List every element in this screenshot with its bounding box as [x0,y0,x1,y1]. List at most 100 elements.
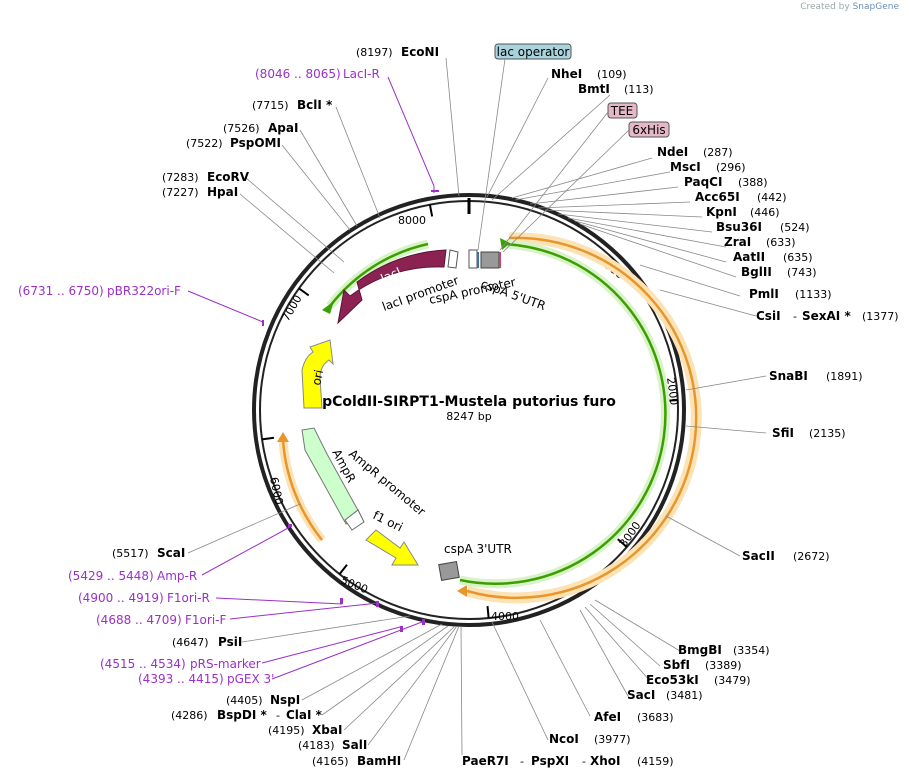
orange-arc-left-head [277,432,289,442]
cspa-3utr-label: cspA 3'UTR [444,542,512,556]
svg-text:SbfI: SbfI [663,658,690,672]
site-sfii[interactable]: SfiI (2135) [772,426,846,440]
site-aatii[interactable]: AatII(635) [733,250,813,264]
site-bsu36i[interactable]: Bsu36I(524) [716,220,810,234]
svg-text:-: - [582,755,586,768]
svg-text:NdeI: NdeI [657,145,688,159]
site-paqci[interactable]: PaqCI(388) [684,175,768,189]
svg-text:(4647): (4647) [172,636,209,649]
svg-text:BmtI: BmtI [578,82,610,96]
svg-text:(109): (109) [597,68,627,81]
cspa-3utr-box[interactable] [438,560,460,582]
orange-arc-outer [466,236,698,600]
site-scai[interactable]: (5517)ScaI [112,546,185,560]
svg-text:SfiI: SfiI [772,426,794,440]
svg-text:lac operator: lac operator [497,45,570,59]
svg-text:MscI: MscI [670,160,701,174]
site-ndei[interactable]: NdeI (287) [657,145,733,159]
site-ncoi[interactable]: NcoI(3977) [549,732,631,746]
site-bglii[interactable]: BglII(743) [741,265,817,279]
site-xbai[interactable]: (4195)XbaI [268,723,342,737]
site-snabi[interactable]: SnaBI(1891) [769,369,863,383]
ori-arrow[interactable] [301,339,334,409]
tick-mark [428,204,434,217]
site-kpni[interactable]: KpnI(446) [706,205,780,219]
svg-text:(3479): (3479) [714,674,751,687]
svg-text:(7522): (7522) [186,137,223,150]
svg-text:(287): (287) [703,146,733,159]
site-bspdi[interactable]: (4286)BspDI *-ClaI * [171,708,323,722]
orange-arc-left [281,439,323,541]
svg-text:(7715): (7715) [252,99,289,112]
site-csii[interactable]: CsiI-SexAI *(1377) [756,309,899,323]
site-saci[interactable]: SacI(3481) [627,688,703,702]
site-bmti[interactable]: BmtI(113) [578,82,654,96]
svg-text:(3389): (3389) [705,659,742,672]
site-psii[interactable]: (4647)PsiI [172,635,242,649]
svg-text:EcoNI: EcoNI [401,45,439,59]
laci-arrow[interactable] [337,249,447,325]
site-eco53ki[interactable]: Eco53kI(3479) [646,673,751,687]
svg-text:ZraI: ZraI [724,235,751,249]
svg-text:EcoRV: EcoRV [207,170,250,184]
primer-prs-marker[interactable]: (4515 .. 4534)pRS-marker [100,657,261,671]
svg-text:SacI: SacI [627,688,655,702]
f1ori-arrow[interactable] [365,529,419,566]
primer-f1ori-r[interactable]: (4900 .. 4919)F1ori-R [78,591,210,605]
svg-text:(1133): (1133) [795,288,832,301]
laci-promoter-mark[interactable] [447,249,459,269]
site-acc65i[interactable]: Acc65I(442) [695,190,787,204]
svg-text:AatII: AatII [733,250,765,264]
boxed-feature-tee[interactable]: TEE [499,102,638,251]
site-pspomi[interactable]: (7522) PspOMI [186,136,281,150]
svg-text:(524): (524) [780,221,810,234]
svg-text:(3977): (3977) [594,733,631,746]
svg-text:PspXI: PspXI [531,754,569,768]
cspa-5utr-box[interactable] [480,251,500,269]
svg-text:PspOMI: PspOMI [230,136,281,150]
site-afei[interactable]: AfeI(3683) [594,710,674,724]
primer-laci-r[interactable]: (8046 .. 8065)LacI-R [255,67,380,81]
svg-text:HpaI: HpaI [207,185,238,199]
svg-text:(4165): (4165) [312,755,349,768]
site-hpai[interactable]: (7227)HpaI [162,185,238,199]
site-sbfi[interactable]: SbfI (3389) [663,658,742,672]
site-bmgbi[interactable]: BmgBI(3354) [678,643,770,657]
site-msci[interactable]: MscI(296) [670,160,746,174]
site-econi[interactable]: (8197)EcoNI [356,45,439,59]
site-pmli[interactable]: PmlI(1133) [749,287,832,301]
site-nspi[interactable]: (4405)NspI [226,693,300,707]
svg-text:(442): (442) [757,191,787,204]
svg-text:XhoI: XhoI [590,754,621,768]
svg-text:(2135): (2135) [809,427,846,440]
boxed-feature-6xhis[interactable]: 6xHis [502,121,670,253]
site-bcli[interactable]: (7715)BclI * [252,98,333,112]
cspa-promoter-mark[interactable] [468,249,478,269]
primer-pgex-3[interactable]: (4393 .. 4415)pGEX 3' [138,672,274,686]
site-ecorv[interactable]: (7283)EcoRV [162,170,250,184]
primer-pbr322ori-f[interactable]: (6731 .. 6750)pBR322ori-F [18,284,181,298]
svg-text:(4405): (4405) [226,694,263,707]
ampr-promoter-mark[interactable] [344,509,365,531]
site-nhei[interactable]: NheI(109) [551,67,627,81]
primer-f1ori-f[interactable]: (4688 .. 4709)F1ori-F [96,613,226,627]
svg-text:(6731 .. 6750): (6731 .. 6750) [18,284,104,298]
svg-text:(4515 .. 4534): (4515 .. 4534) [100,657,186,671]
site-leader-lines [187,57,767,761]
svg-text:AfeI: AfeI [594,710,621,724]
svg-text:(7526): (7526) [223,122,260,135]
site-sacii[interactable]: SacII(2672) [742,549,830,563]
primer-amp-r[interactable]: (5429 .. 5448)Amp-R [68,569,197,583]
svg-text:(4688 .. 4709): (4688 .. 4709) [96,613,182,627]
plasmid-name: pColdII-SIRPT1-Mustela putorius furo [322,394,616,410]
site-paer7i[interactable]: PaeR7I-PspXI-XhoI(4159) [462,754,674,768]
site-zrai[interactable]: ZraI(633) [724,235,796,249]
site-apai[interactable]: (7526)ApaI [223,121,298,135]
svg-text:(4900 .. 4919): (4900 .. 4919) [78,591,164,605]
tick-mark [338,564,348,575]
svg-text:BspDI *: BspDI * [217,708,267,722]
site-sali[interactable]: (4183)SalI [298,738,367,752]
site-bamhi[interactable]: (4165)BamHI [312,754,401,768]
boxed-feature-lac-operator[interactable]: lac operator [477,43,572,251]
